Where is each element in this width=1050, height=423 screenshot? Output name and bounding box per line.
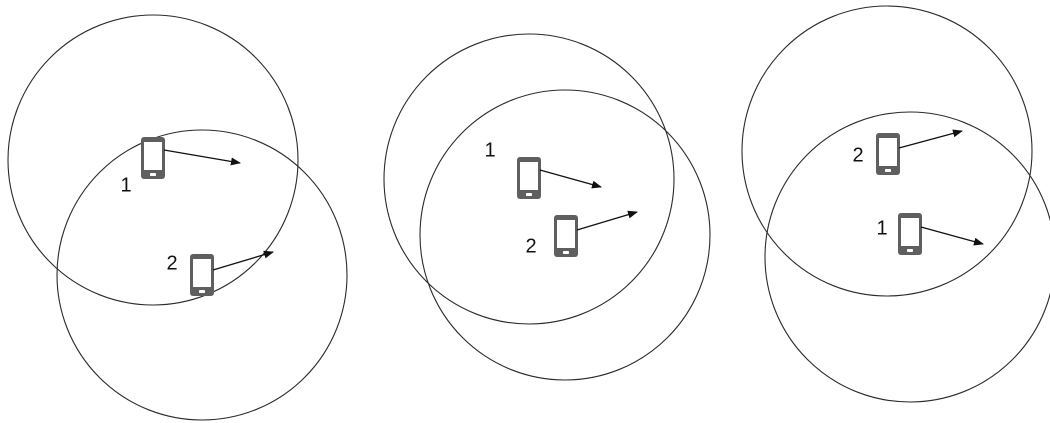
- coverage-circle-device-2: [419, 89, 711, 381]
- device-1: 1: [120, 137, 241, 196]
- coverage-circle-device-1: [383, 33, 675, 325]
- device-label: 2: [852, 144, 863, 166]
- device-label: 2: [525, 235, 536, 257]
- smartphone-icon: [876, 133, 900, 175]
- device-2: 2: [525, 210, 638, 257]
- device-label: 1: [120, 174, 131, 196]
- device-1: 1: [484, 139, 602, 199]
- arrow-right-icon: [163, 149, 241, 166]
- smartphone-icon: [190, 254, 214, 296]
- coverage-circle-device-1: [764, 111, 1050, 403]
- coverage-circle-device-2: [56, 129, 348, 421]
- smartphone-icon: [898, 213, 922, 255]
- device-label: 1: [876, 217, 887, 239]
- scenario-1: 1 2: [7, 14, 348, 421]
- arrow-right-icon: [212, 250, 274, 271]
- smartphone-icon: [554, 215, 578, 257]
- device-label: 1: [484, 139, 495, 161]
- coverage-circle-device-2: [741, 5, 1033, 297]
- arrow-right-icon: [920, 226, 984, 246]
- coverage-circle-device-1: [7, 14, 299, 306]
- arrow-right-icon: [576, 210, 638, 231]
- device-2: 2: [852, 129, 963, 175]
- smartphone-icon: [141, 137, 165, 179]
- arrow-right-icon: [539, 169, 602, 189]
- smartphone-icon: [517, 157, 541, 199]
- scenario-2: 1 2: [383, 33, 711, 381]
- device-1: 1: [876, 213, 984, 255]
- device-label: 2: [166, 252, 177, 274]
- scenario-3: 2 1: [741, 5, 1050, 403]
- arrow-right-icon: [898, 129, 963, 149]
- device-2: 2: [166, 250, 274, 296]
